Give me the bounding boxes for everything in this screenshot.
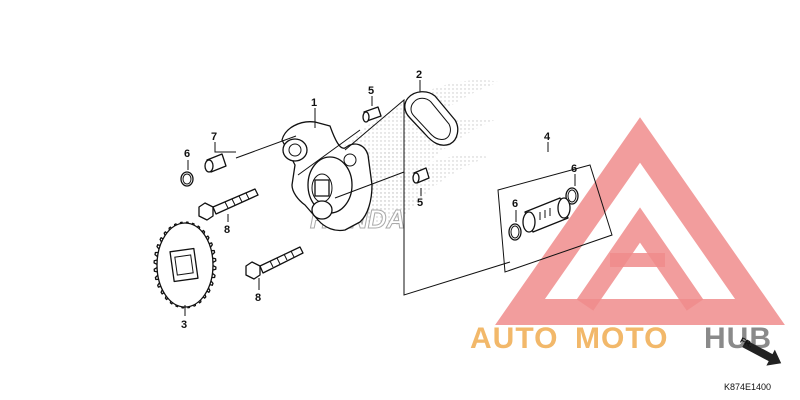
part-3-oil-pump-gear	[153, 221, 217, 309]
diagram-code: K874E1400	[724, 382, 771, 392]
callout-5-upper: 5	[368, 85, 374, 97]
watermark-moto: MOTO	[575, 322, 668, 355]
automotohub-watermark: AUTO MOTO HUB	[470, 322, 771, 355]
callout-6-middle: 6	[512, 198, 518, 210]
part-2-pump-gasket	[404, 91, 459, 146]
part-8-bolt-upper	[198, 188, 259, 221]
callout-5-lower: 5	[417, 197, 423, 209]
callout-4: 4	[544, 131, 551, 143]
part-7-dowel-pin	[204, 153, 227, 173]
automotohub-logo-mark	[495, 117, 785, 325]
watermark-auto: AUTO	[470, 322, 558, 355]
callout-6-left: 6	[184, 148, 190, 160]
part-4-relief-valve	[522, 197, 571, 233]
callout-8-lower: 8	[255, 292, 261, 304]
part-4-group-bracket	[497, 164, 613, 273]
part-5-dowel-upper	[362, 106, 382, 123]
leader-lines	[184, 80, 576, 316]
part-5-dowel-lower	[412, 167, 430, 184]
callout-1: 1	[311, 97, 317, 109]
part-8-bolt-lower	[245, 246, 304, 280]
callout-7: 7	[211, 131, 217, 143]
callout-2: 2	[416, 69, 422, 81]
callout-6-right: 6	[571, 163, 577, 175]
part-1-oil-pump-assy	[281, 121, 373, 232]
callout-3: 3	[181, 319, 187, 331]
front-direction-arrow	[742, 340, 782, 366]
callout-8-upper: 8	[224, 224, 230, 236]
